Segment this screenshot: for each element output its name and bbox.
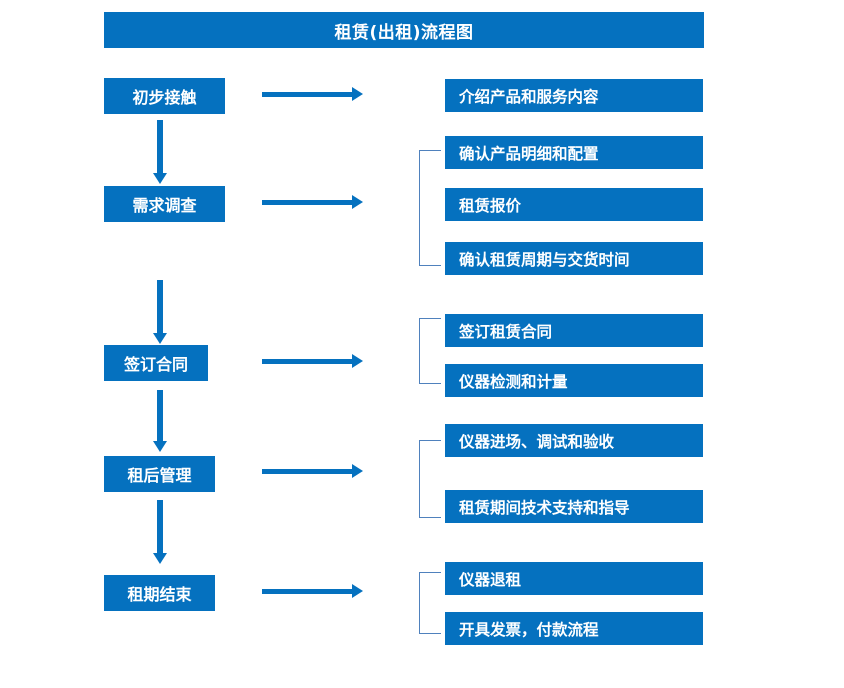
bracket-connector-5: [419, 572, 441, 634]
flow-arrow-down-2: [153, 280, 167, 344]
bracket-connector-2: [419, 150, 441, 266]
detail-box-租赁期间技术支持和指导[interactable]: 租赁期间技术支持和指导: [445, 490, 703, 523]
flow-arrow-right-2: [262, 195, 363, 209]
stage-box-需求调查[interactable]: 需求调查: [104, 186, 225, 222]
arrow-head: [153, 173, 167, 184]
detail-box-仪器检测和计量[interactable]: 仪器检测和计量: [445, 364, 703, 397]
stage-box-租期结束[interactable]: 租期结束: [104, 575, 215, 611]
arrow-shaft: [157, 120, 163, 173]
arrow-shaft: [262, 92, 352, 97]
flow-arrow-down-3: [153, 390, 167, 452]
arrow-head: [153, 553, 167, 564]
arrow-shaft: [262, 359, 352, 364]
flow-arrow-down-4: [153, 500, 167, 564]
arrow-shaft: [157, 390, 163, 441]
arrow-shaft: [157, 280, 163, 333]
arrow-head: [153, 441, 167, 452]
flow-arrow-right-4: [262, 464, 363, 478]
arrow-shaft: [157, 500, 163, 553]
arrow-head: [352, 464, 363, 478]
detail-box-介绍产品和服务内容[interactable]: 介绍产品和服务内容: [445, 79, 703, 112]
stage-box-初步接触[interactable]: 初步接触: [104, 78, 225, 114]
stage-box-租后管理[interactable]: 租后管理: [104, 456, 215, 492]
arrow-head: [153, 333, 167, 344]
detail-box-租赁报价[interactable]: 租赁报价: [445, 188, 703, 221]
bracket-connector-4: [419, 440, 441, 518]
arrow-head: [352, 584, 363, 598]
flow-arrow-down-1: [153, 120, 167, 184]
detail-box-仪器退租[interactable]: 仪器退租: [445, 562, 703, 595]
stage-box-签订合同[interactable]: 签订合同: [104, 345, 208, 381]
detail-box-签订租赁合同[interactable]: 签订租赁合同: [445, 314, 703, 347]
detail-box-仪器进场调试和验收[interactable]: 仪器进场、调试和验收: [445, 424, 703, 457]
detail-box-确认租赁周期与交货时间[interactable]: 确认租赁周期与交货时间: [445, 242, 703, 275]
flow-arrow-right-5: [262, 584, 363, 598]
arrow-shaft: [262, 589, 352, 594]
arrow-shaft: [262, 469, 352, 474]
arrow-head: [352, 87, 363, 101]
arrow-head: [352, 354, 363, 368]
detail-box-开具发票付款流程[interactable]: 开具发票，付款流程: [445, 612, 703, 645]
detail-box-确认产品明细和配置[interactable]: 确认产品明细和配置: [445, 136, 703, 169]
diagram-title: 租赁(出租)流程图: [104, 12, 704, 48]
arrow-shaft: [262, 200, 352, 205]
flow-arrow-right-1: [262, 87, 363, 101]
arrow-head: [352, 195, 363, 209]
bracket-connector-3: [419, 318, 441, 384]
flow-arrow-right-3: [262, 354, 363, 368]
